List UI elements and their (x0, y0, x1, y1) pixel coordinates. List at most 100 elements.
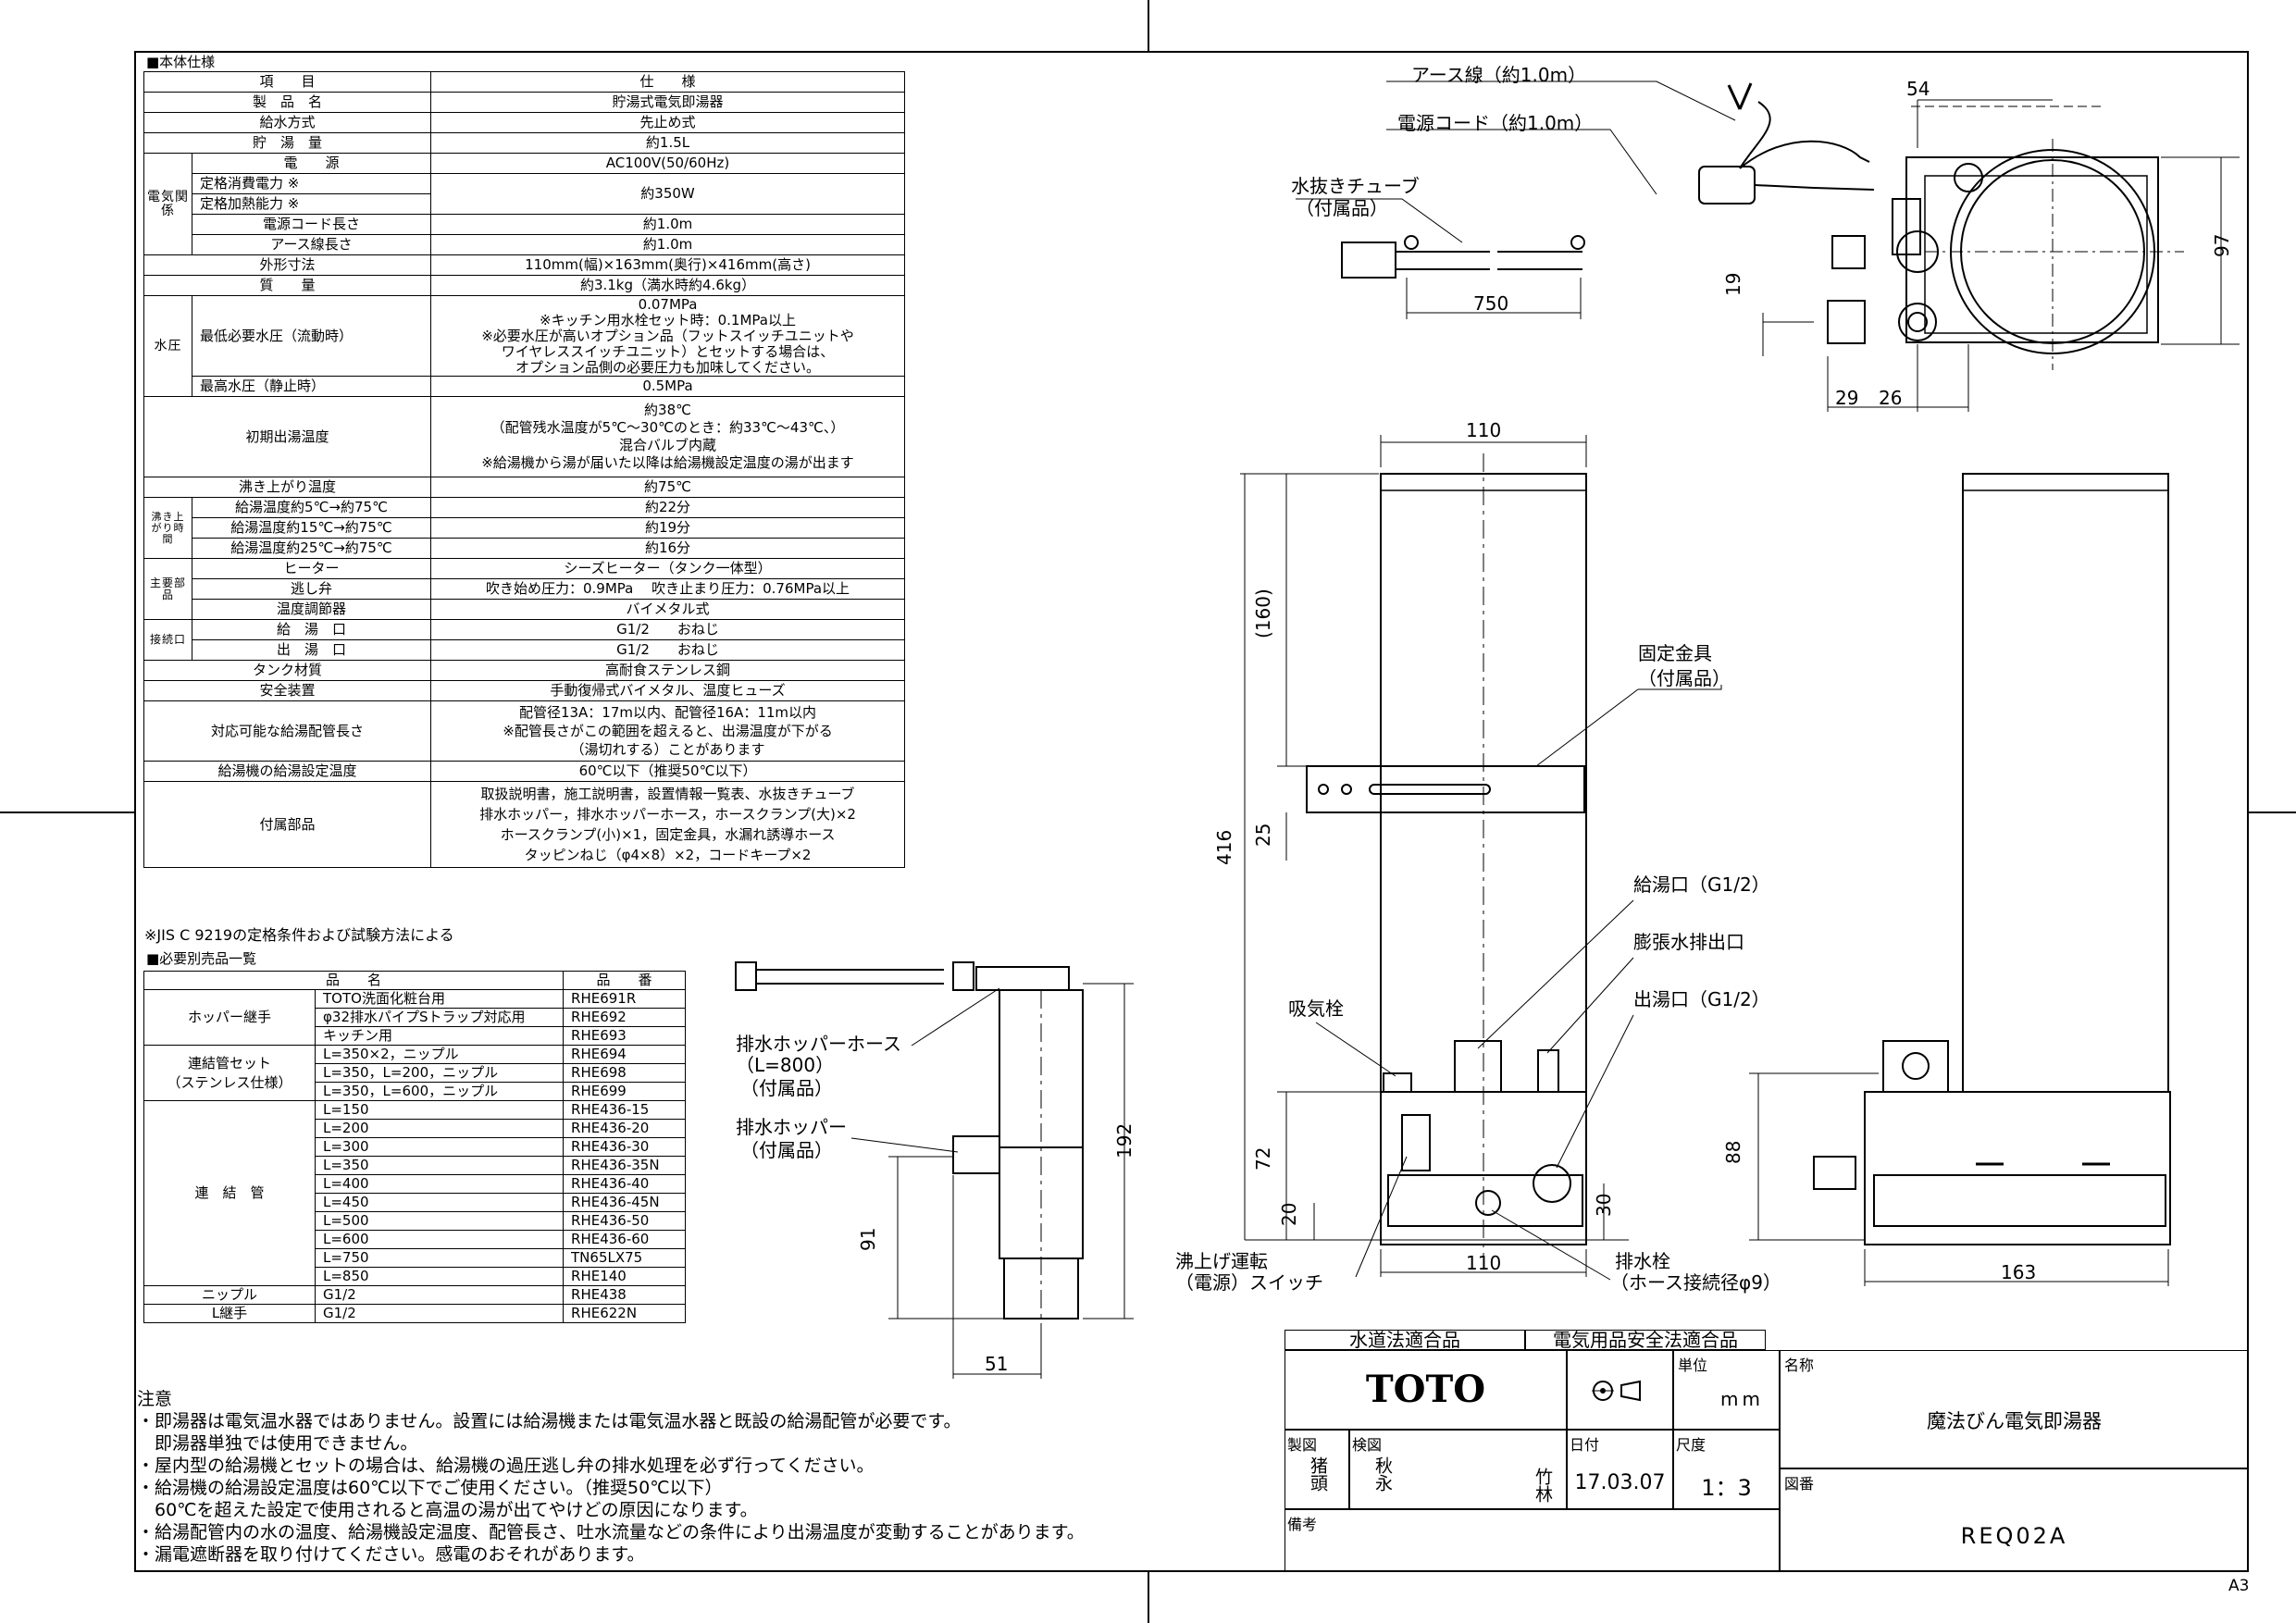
crop-mark-right (2249, 812, 2296, 813)
front-view-outlet (1533, 1164, 1571, 1203)
front-view-air-valve (1383, 1072, 1412, 1093)
front-view-switch (1401, 1114, 1431, 1171)
spec-line: ※キッチン用水栓セット時：0.1MPa以上 (540, 311, 796, 328)
date-value: 17.03.07 (1574, 1471, 1666, 1494)
side-view-tank (1962, 473, 2169, 1093)
side-view-fitting-circle (1902, 1052, 1930, 1080)
top-view-outlet-inner (1907, 312, 1928, 332)
label-earth-wire: アース線（約1.0m） (1411, 64, 1586, 86)
bracket-slot (1369, 784, 1491, 795)
note-line: ・給湯機の給湯設定温度は60℃以下でご使用ください。（推奨50℃以下） (137, 1478, 723, 1498)
spec-value: 手動復帰式バイメタル、温度ヒューズ (430, 680, 906, 701)
parts-group: L継手 (143, 1304, 316, 1323)
dim-29: 29 (1835, 387, 1858, 409)
spec-name: 対応可能な給湯配管長さ (143, 700, 432, 762)
spec-value-multiline: 取扱説明書，施工説明書，設置情報一覧表、水抜きチューブ 排水ホッパー，排水ホッパ… (430, 781, 906, 868)
hopper-top (975, 966, 1070, 991)
crop-mark-bottom (1148, 1572, 1149, 1623)
spec-name: 沸き上がり温度 (143, 477, 432, 498)
checked-value-1: 秋永 (1372, 1456, 1393, 1492)
label-drain-tube: 水抜きチューブ (1291, 175, 1420, 197)
spec-line: 0.07MPa (638, 295, 698, 313)
top-view-cord (1754, 184, 1875, 191)
spec-name: 外形寸法 (143, 254, 432, 276)
hopper-view (735, 961, 1134, 1379)
unit-cell: 単位 mm (1673, 1350, 1780, 1430)
top-view-cord-plug (1698, 166, 1756, 204)
spec-value: 約350W (430, 173, 906, 215)
spec-line: ワイヤレススイッチユニット）とセットする場合は、 (501, 342, 835, 360)
drawn-value: 猪頭 (1308, 1456, 1328, 1492)
leader-line (1535, 688, 1639, 767)
spec-line: 混合バルブ内蔵 (619, 437, 717, 453)
checked-value-2: 竹林 (1533, 1468, 1553, 1503)
front-view-expansion-port (1537, 1049, 1559, 1093)
label-bracket: 固定金具 (1638, 642, 1712, 664)
label-hopper-hose-length: （L=800） (736, 1054, 834, 1076)
drawing-frame (134, 51, 2249, 1572)
part-number: RHE436-40 (563, 1174, 687, 1194)
leader-line (1556, 1014, 1634, 1169)
hopper-inlet (952, 1135, 1000, 1174)
part-number: RHE436-15 (563, 1100, 687, 1120)
spec-value-multiline: 0.07MPa ※キッチン用水栓セット時：0.1MPa以上 ※必要水圧が高いオプ… (430, 295, 906, 377)
hopper-hose-clamp (952, 961, 974, 991)
spec-value: 約19分 (430, 517, 906, 539)
label-drain-plug-sub: （ホース接続径φ9） (1610, 1271, 1781, 1294)
spec-name: 電源コード長さ (191, 214, 432, 235)
dim-20: 20 (1278, 1203, 1300, 1226)
side-view-base (1864, 1091, 2171, 1245)
notes-title: 注意 (137, 1389, 173, 1409)
dim-110-top: 110 (1466, 419, 1501, 441)
unit-label: 単位 (1678, 1357, 1708, 1374)
label-hopper-sub: （付属品） (740, 1139, 833, 1161)
part-number: RHE436-20 (563, 1119, 687, 1138)
dim-416: 416 (1213, 830, 1235, 865)
date-cell: 日付 17.03.07 (1567, 1430, 1673, 1509)
spec-value: シーズヒーター（タンク一体型） (430, 558, 906, 579)
top-view-inner (1924, 175, 2148, 334)
bracket-hole (1341, 784, 1352, 795)
dim-25: 25 (1252, 824, 1274, 847)
law-water: 水道法適合品 (1285, 1330, 1525, 1350)
spec-line: ※配管長さがこの範囲を超えると、出湯温度が下がる (503, 723, 833, 739)
toto-logo: TOTO (1285, 1350, 1567, 1430)
drawing-number-value: REQ02A (1960, 1523, 2068, 1549)
note-line: ・即湯器は電気温水器ではありません。設置には給湯機または電気温水器と既設の給湯配… (137, 1411, 962, 1431)
dim-163: 163 (2001, 1261, 2036, 1283)
leader-line (1315, 1022, 1396, 1077)
label-outlet-port: 出湯口（G1/2） (1633, 988, 1770, 1010)
top-view-knob (1954, 163, 1983, 192)
spec-value-multiline: 約38℃ （配管残水温度が5℃～30℃のとき：約33℃～43℃、） 混合バルブ内… (430, 396, 906, 477)
spec-value-multiline: 配管径13A：17m以内、配管径16A：11m以内 ※配管長さがこの範囲を超える… (430, 700, 906, 762)
scale-value: 1：3 (1701, 1475, 1752, 1501)
drain-tube (1396, 251, 1582, 270)
note-line: ・屋内型の給湯機とセットの場合は、給湯機の過圧逃し弁の排水処理を必ず行ってくださ… (137, 1456, 875, 1476)
leader-line (1386, 81, 1736, 121)
spec-value: 吹き始め圧力：0.9MPa 吹き止まり圧力：0.76MPa以上 (430, 578, 906, 600)
label-power-cord: 電源コード（約1.0m） (1397, 112, 1593, 134)
part-number: RHE693 (563, 1026, 687, 1046)
dim-51: 51 (985, 1353, 1008, 1375)
checked-cell: 検図 秋永 竹林 (1349, 1430, 1567, 1509)
spec-group-parts: 主要部品 (143, 558, 192, 620)
unit-value: mm (1720, 1388, 1764, 1410)
scale-label: 尺度 (1676, 1436, 1706, 1454)
dim-750: 750 (1473, 292, 1508, 315)
dim-192: 192 (1113, 1123, 1136, 1158)
side-view-fitting (1882, 1040, 1949, 1093)
spec-line: オプション品側の必要圧力も加味してください。 (515, 358, 821, 376)
dim-30: 30 (1593, 1194, 1615, 1217)
law-electric: 電気用品安全法適合品 (1525, 1330, 1766, 1350)
spec-value: 高耐食ステンレス鋼 (430, 660, 906, 681)
drain-tube-clamp (1404, 235, 1419, 250)
hopper-hose-end (735, 961, 757, 991)
spec-value: 110mm(幅)×163mm(奥行)×416mm(高さ) (430, 254, 906, 276)
parts-group: 連結管セット （ステンレス仕様） (143, 1045, 316, 1101)
parts-group-line: （ステンレス仕様） (167, 1073, 292, 1091)
spec-value: バイメタル式 (430, 599, 906, 620)
spec-value: 貯湯式電気即湯器 (430, 92, 906, 113)
spec-line: ※必要水圧が高いオプション品（フットスイッチユニットや (481, 327, 854, 344)
